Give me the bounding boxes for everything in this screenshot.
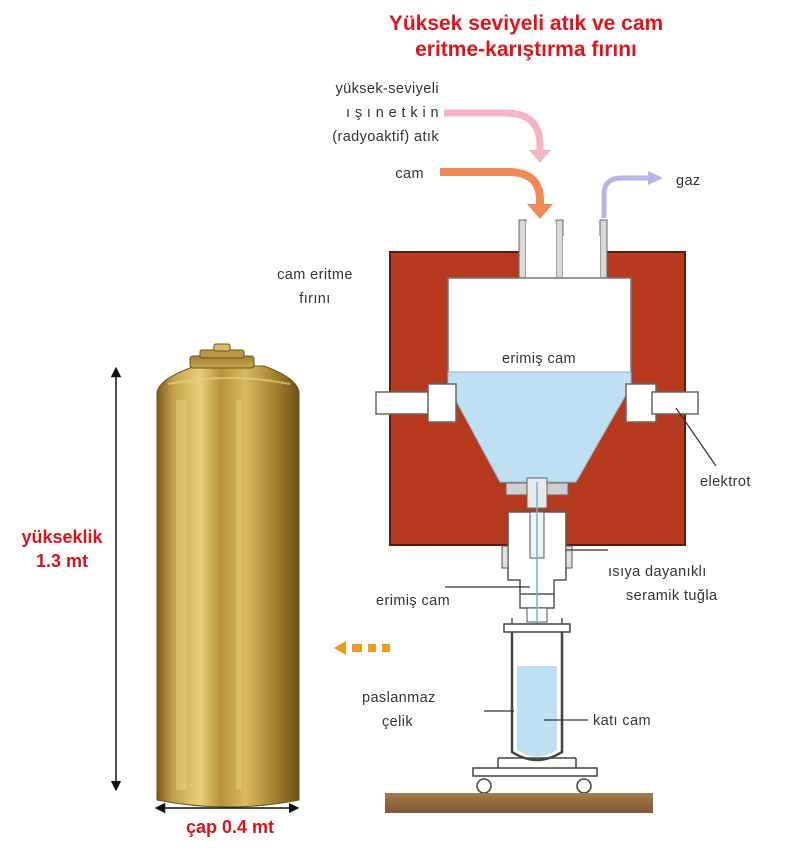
orange-dashed-arrow	[334, 641, 390, 655]
electrode-leader	[675, 407, 717, 467]
solid-glass-fill	[517, 666, 557, 757]
steel-label-line-1: paslanmaz	[362, 690, 436, 706]
waste-label-line-1: yüksek-seviyeli	[336, 81, 440, 97]
gas-output-label: gaz	[676, 173, 701, 189]
furnace-label-line-2: fırını	[299, 291, 330, 307]
height-label-line-1: yükseklik	[21, 527, 103, 547]
brick-label-line-2: seramik tuğla	[626, 588, 718, 604]
electrode-left	[375, 391, 433, 415]
glass-input-label: cam	[395, 166, 424, 182]
waste-input-arrow	[444, 109, 551, 163]
height-label-line-2: 1.3 mt	[36, 551, 88, 571]
steel-canister-schematic	[503, 623, 571, 762]
glass-input-arrow	[440, 168, 553, 219]
transport-cart	[385, 757, 653, 813]
melting-furnace	[375, 219, 699, 546]
molten-glass-top-label: erimiş cam	[502, 351, 576, 367]
electrode-right	[625, 383, 657, 423]
title-line-1: Yüksek seviyeli atık ve cam	[389, 12, 663, 35]
solid-glass-label: katı cam	[593, 713, 651, 729]
molten-stream-label: erimiş cam	[376, 593, 450, 609]
title-line-2: eritme-karıştırma fırını	[415, 38, 637, 61]
gas-output-arrow	[601, 171, 663, 218]
electrode-label: elektrot	[700, 474, 751, 490]
canister-photo	[156, 343, 300, 808]
diameter-label: çap 0.4 mt	[186, 817, 274, 837]
floor	[385, 793, 653, 813]
brick-label-line-1: ısıya dayanıklı	[608, 564, 707, 580]
waste-label-line-2: ı ş ı n e t k i n	[346, 105, 439, 121]
steel-label-line-2: çelik	[382, 714, 413, 730]
waste-label-line-3: (radyoaktif) atık	[332, 129, 439, 145]
furnace-label-line-1: cam eritme	[277, 267, 353, 283]
